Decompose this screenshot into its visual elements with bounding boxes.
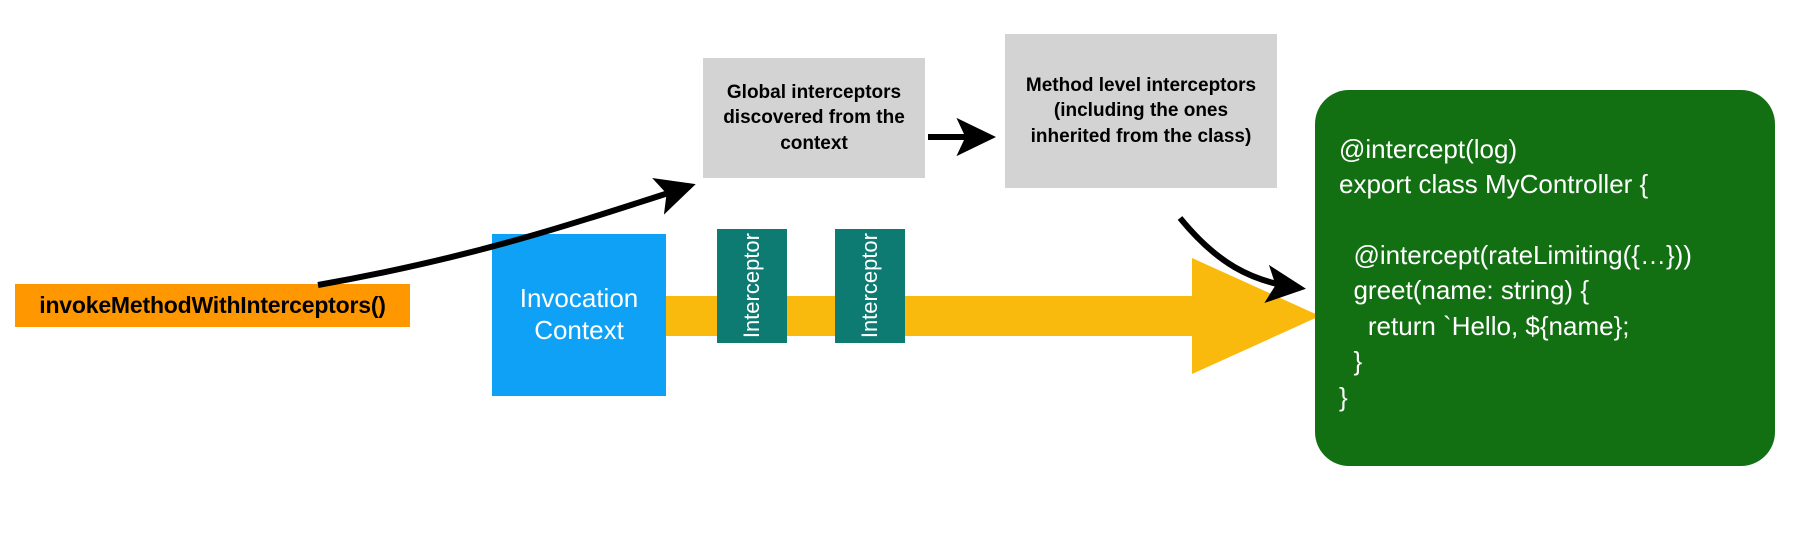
flow-arrow-head <box>1192 258 1320 374</box>
note-method-level-interceptors: Method level interceptors (including the… <box>1005 34 1277 188</box>
entry-point-label: invokeMethodWithInterceptors() <box>39 292 386 318</box>
interceptor-box-1: Interceptor <box>717 229 787 343</box>
note-method-level-interceptors-label: Method level interceptors (including the… <box>1025 75 1257 147</box>
invocation-context-line1: Invocation <box>519 283 639 314</box>
note-global-interceptors-label: Global interceptors discovered from the … <box>723 82 905 154</box>
entry-point-box: invokeMethodWithInterceptors() <box>15 284 410 327</box>
interceptor-label-2: Interceptor <box>857 233 882 339</box>
note-global-interceptors: Global interceptors discovered from the … <box>703 58 925 178</box>
controller-code-text: @intercept(log) export class MyControlle… <box>1339 134 1692 412</box>
invocation-context-line2: Context <box>534 315 624 345</box>
controller-code-panel: @intercept(log) export class MyControlle… <box>1315 90 1775 466</box>
interceptor-label-1: Interceptor <box>739 233 764 339</box>
interceptor-box-2: Interceptor <box>835 229 905 343</box>
